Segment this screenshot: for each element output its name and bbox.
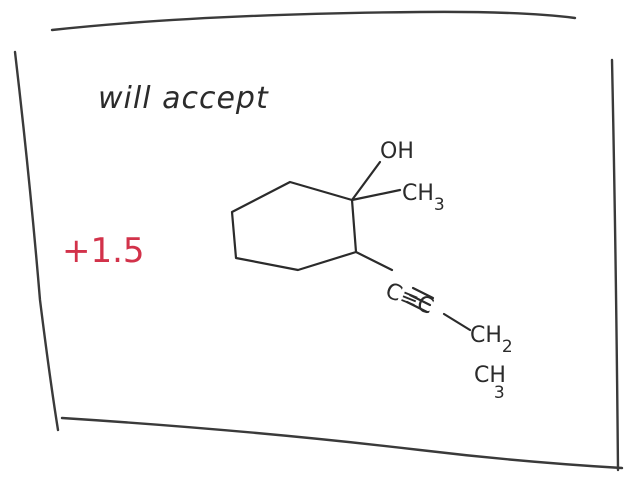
triple-bond-lines bbox=[405, 286, 435, 314]
methyl-subscript: 3 bbox=[434, 195, 445, 215]
cyclohexane-ring bbox=[230, 180, 358, 272]
score-mark: +1.5 bbox=[62, 231, 145, 271]
box-right-edge bbox=[610, 58, 620, 472]
bond-to-oh bbox=[350, 160, 382, 202]
methyl-label: CH3 bbox=[402, 181, 445, 215]
bond-to-alkyne bbox=[354, 250, 394, 272]
box-top-edge bbox=[50, 10, 577, 32]
box-bottom-edge bbox=[60, 416, 624, 470]
chain-ch2-label: CH2 bbox=[470, 323, 513, 357]
triple-bond-label: C≡C bbox=[382, 278, 437, 320]
answer-box bbox=[13, 10, 624, 472]
box-left-edge bbox=[13, 50, 60, 432]
chain-ch3-subscript: 3 bbox=[494, 383, 505, 403]
hydroxyl-label: OH bbox=[380, 139, 414, 164]
chain-ch2-subscript: 2 bbox=[502, 337, 513, 357]
chain-ch2-text: CH bbox=[470, 323, 502, 348]
methyl-text: CH bbox=[402, 181, 434, 206]
chain-ch3-text: CH bbox=[474, 363, 506, 388]
bond-to-ch2 bbox=[442, 312, 472, 332]
grader-note: will accept bbox=[98, 81, 269, 116]
molecule-drawing bbox=[230, 160, 472, 332]
bond-to-methyl bbox=[350, 188, 402, 202]
